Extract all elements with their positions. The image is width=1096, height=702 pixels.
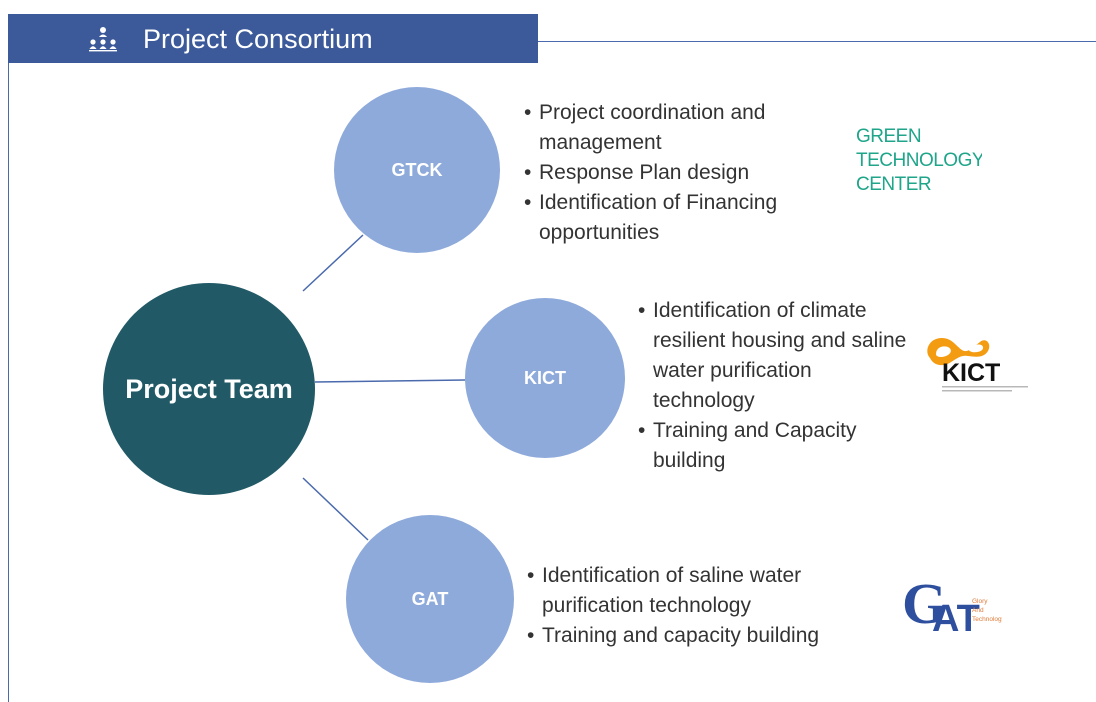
- role-item: Identification of Financing opportunitie…: [524, 188, 824, 248]
- svg-text:And: And: [972, 607, 984, 614]
- project-team-node: Project Team: [103, 283, 315, 495]
- green-technology-center-logo: GREEN TECHNOLOGY CENTER: [856, 126, 982, 195]
- svg-text:CENTER: CENTER: [856, 174, 931, 195]
- connector-gtck: [302, 234, 364, 292]
- gtck-roles: Project coordination and management Resp…: [524, 98, 824, 248]
- page-title: Project Consortium: [143, 24, 373, 54]
- kict-roles: Identification of climate resilient hous…: [638, 296, 913, 476]
- role-item: Project coordination and management: [524, 98, 824, 158]
- gat-node: GAT: [346, 515, 514, 683]
- left-border: [8, 63, 9, 702]
- svg-text:Technology: Technology: [972, 616, 1002, 623]
- role-item: Identification of climate resilient hous…: [638, 296, 913, 416]
- role-item: Response Plan design: [524, 158, 824, 188]
- role-item: Training and capacity building: [527, 621, 872, 651]
- role-item: Training and Capacity building: [638, 416, 913, 476]
- svg-text:GREEN: GREEN: [856, 126, 921, 147]
- kict-logo: KICT: [927, 338, 1028, 392]
- svg-text:TECHNOLOGY: TECHNOLOGY: [856, 150, 982, 171]
- svg-text:AT: AT: [932, 598, 980, 639]
- header-divider: [538, 41, 1096, 42]
- svg-text:G: G: [902, 571, 947, 636]
- connector-gat: [302, 477, 369, 541]
- svg-text:KICT: KICT: [942, 359, 1000, 387]
- connector-kict: [314, 379, 466, 383]
- svg-text:Glory: Glory: [972, 598, 988, 605]
- gtck-node: GTCK: [334, 87, 500, 253]
- gat-roles: Identification of saline water purificat…: [527, 561, 872, 651]
- kict-node: KICT: [465, 298, 625, 458]
- gat-logo: G AT Glory And Technology: [902, 571, 1002, 639]
- org-chart-icon: [89, 27, 117, 52]
- role-item: Identification of saline water purificat…: [527, 561, 872, 621]
- header-bar: [8, 14, 538, 63]
